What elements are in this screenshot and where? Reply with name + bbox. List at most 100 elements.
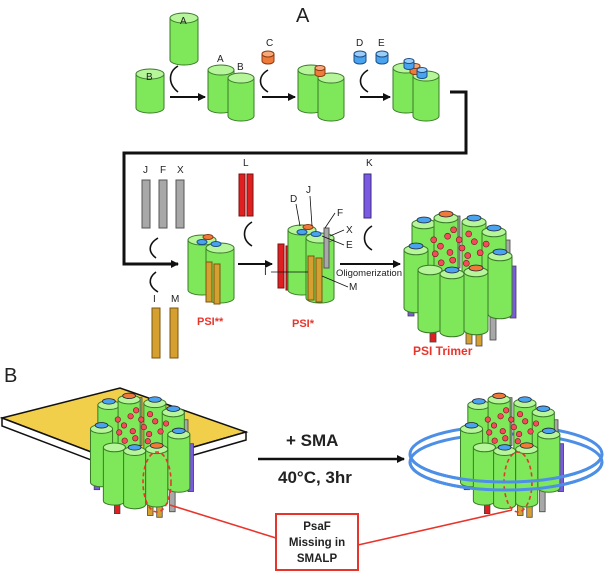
trimer-cap — [122, 392, 136, 399]
callout-line-right — [357, 509, 513, 546]
trimer-cap — [519, 442, 534, 449]
trimer-core-cylinder-top — [102, 442, 126, 453]
trimer-core-cylinder — [439, 273, 465, 338]
callout-x: X — [346, 225, 353, 236]
trimer-center-dot — [449, 256, 456, 264]
subunit-c — [261, 50, 275, 65]
subunit-b-cylinder: B — [135, 68, 165, 114]
label-a: A — [180, 16, 187, 27]
trimer-center-dot — [490, 422, 498, 429]
flow-connector — [122, 90, 468, 268]
trimer-cap — [408, 242, 424, 250]
subunit-l-rod-2 — [246, 173, 254, 217]
trimer-center-dot — [458, 244, 466, 252]
psi-star-complex — [277, 224, 335, 304]
trimer-cap — [492, 392, 506, 399]
callout-i: I — [264, 267, 267, 278]
psaf-site-membrane — [142, 451, 172, 513]
trimer-center-dot — [491, 437, 498, 444]
trimer-center-dot — [431, 250, 439, 258]
trimer-center-dot — [120, 422, 128, 429]
trimer-center-dot — [121, 437, 128, 444]
label-b-dimer: B — [237, 62, 244, 73]
psi-double-star-complex — [187, 234, 235, 305]
trimer-center-dot — [471, 238, 478, 245]
trimer-core-cylinder — [145, 448, 169, 508]
trimer-center-dot — [499, 428, 506, 435]
callout-m: M — [349, 282, 357, 293]
note-line-3: SMALP — [297, 553, 338, 565]
callout-line-left — [169, 504, 277, 539]
trimer-cap — [166, 405, 181, 412]
trimer-cap — [486, 224, 502, 232]
trimer-core-cylinder — [417, 269, 443, 334]
trimer-center-dot — [444, 232, 451, 240]
callout-e: E — [346, 240, 353, 251]
sma-nanodisc-front — [408, 453, 604, 492]
trimer-center-dot — [446, 249, 454, 256]
join-curve — [359, 69, 369, 93]
trimer-core-cylinder — [463, 271, 489, 336]
trimer-cap — [149, 442, 164, 449]
trimer-center-dot — [464, 252, 472, 259]
trimer-core-cylinder — [102, 446, 126, 506]
subunit-j-rod — [141, 179, 151, 229]
join-curve — [259, 69, 269, 93]
trimer-core-cylinder-top — [472, 442, 496, 453]
trimer-center-dot — [455, 236, 463, 244]
trimer-core-cylinder — [515, 448, 539, 508]
panel-a-label: A — [296, 5, 310, 27]
trimer-cap — [492, 248, 508, 256]
psi-star-label: PSI* — [292, 318, 315, 330]
trimer-core-cylinder — [472, 446, 496, 506]
oligomerization-label: Oligomerization — [336, 268, 402, 279]
trimer-center-dot — [450, 226, 457, 234]
trimer-cap — [94, 422, 109, 429]
trimer-center-dot — [532, 420, 540, 427]
trimer-center-dot — [484, 416, 491, 423]
note-line-1: PsaF — [303, 521, 331, 533]
join-curve — [363, 225, 373, 251]
subunit-d — [353, 50, 367, 65]
trimer-center-dot — [152, 418, 159, 425]
subunit-e — [375, 50, 389, 65]
label-c: C — [266, 38, 273, 49]
label-j: J — [143, 165, 148, 176]
trimer-cap — [102, 398, 116, 405]
trimer-center-dot — [129, 428, 136, 435]
trimer-center-dot — [463, 260, 470, 267]
trimer-center-dot — [514, 438, 521, 445]
subunit-m-rod — [169, 307, 179, 359]
psi-trimer-in-membrane — [89, 392, 194, 518]
panel-b-label: B — [4, 365, 17, 387]
abcde-complex — [392, 58, 440, 122]
subunit-f-rod — [158, 179, 168, 229]
label-e: E — [378, 38, 385, 49]
trimer-center-dot — [116, 429, 123, 436]
label-k: K — [366, 158, 373, 169]
trimer-center-dot — [133, 407, 140, 414]
trimer-core-cylinder — [537, 433, 561, 493]
trimer-center-dot — [146, 431, 153, 438]
label-f: F — [160, 165, 166, 176]
label-l: L — [243, 158, 249, 169]
trimer-cap — [468, 264, 484, 272]
trimer-cap — [127, 444, 142, 451]
join-curve — [169, 65, 179, 93]
trimer-core-cylinder-top — [417, 264, 443, 276]
subunit-x-rod — [175, 179, 185, 229]
trimer-center-dot — [516, 411, 524, 418]
trimer-cap — [518, 396, 532, 403]
assembly-row-2: J F X I M PSI** L — [141, 158, 402, 359]
trimer-center-dot — [497, 413, 504, 420]
trimer-center-dot — [503, 407, 510, 414]
callout-d: D — [290, 194, 297, 205]
label-d: D — [356, 38, 363, 49]
note-line-2: Missing in — [289, 537, 345, 549]
trimer-cap — [416, 216, 432, 224]
trimer-cap — [472, 398, 486, 405]
join-curve — [149, 271, 159, 293]
psi-trimer-label: PSI Trimer — [413, 344, 473, 358]
trimer-center-dot — [482, 240, 490, 248]
trimer-center-dot — [144, 438, 151, 445]
